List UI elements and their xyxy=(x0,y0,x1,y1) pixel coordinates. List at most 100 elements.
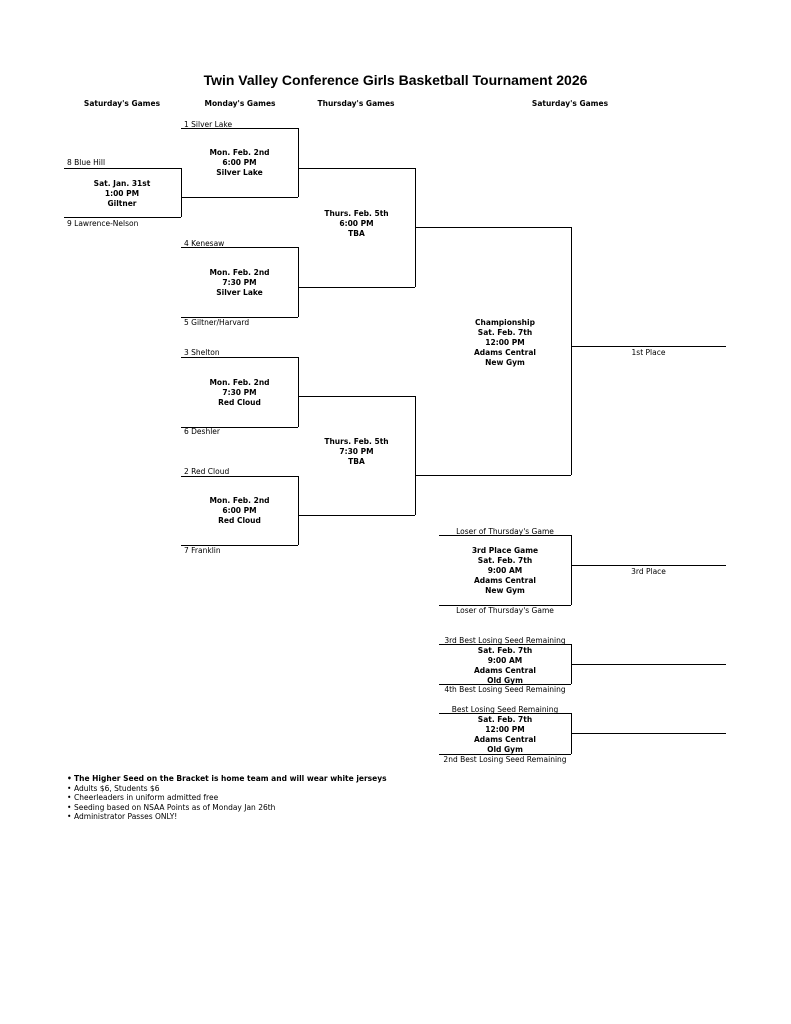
game-date: Sat. Feb. 7th xyxy=(477,328,533,337)
team-shelton: 3 Shelton xyxy=(184,348,220,357)
game-title: 3rd Place Game xyxy=(471,546,539,555)
bracket-line xyxy=(298,396,415,397)
bullet-icon: • xyxy=(67,774,72,783)
team-silver-lake: 1 Silver Lake xyxy=(184,120,233,129)
game-info-mon-1: Mon. Feb. 2nd 6:00 PM Silver Lake xyxy=(181,148,298,178)
game-site: TBA xyxy=(348,457,365,466)
game-info-mon-4: Mon. Feb. 2nd 6:00 PM Red Cloud xyxy=(181,496,298,526)
game-time: 9:00 AM xyxy=(487,566,523,575)
game-date: Thurs. Feb. 5th xyxy=(324,209,389,218)
game-site: Adams Central xyxy=(474,735,536,744)
game-time: 12:00 PM xyxy=(485,338,525,347)
bracket-line xyxy=(415,396,416,515)
game-date: Sat. Jan. 31st xyxy=(93,179,151,188)
team-franklin: 7 Franklin xyxy=(184,546,221,555)
bracket-line xyxy=(181,545,298,546)
bracket-line xyxy=(439,684,571,685)
bracket-line xyxy=(439,605,571,606)
game-site: Giltner xyxy=(107,199,137,208)
game-info-championship: Championship Sat. Feb. 7th 12:00 PM Adam… xyxy=(439,318,571,368)
game-time: 7:30 PM xyxy=(222,278,257,287)
game-site: Red Cloud xyxy=(218,398,261,407)
game-site: Silver Lake xyxy=(216,288,263,297)
game-site: Silver Lake xyxy=(216,168,263,177)
notes-list: •The Higher Seed on the Bracket is home … xyxy=(67,774,387,822)
game-date: Mon. Feb. 2nd xyxy=(209,268,270,277)
bullet-icon: • xyxy=(67,783,72,793)
bracket-line xyxy=(439,754,571,755)
note-item: •The Higher Seed on the Bracket is home … xyxy=(67,774,387,783)
game-date: Sat. Feb. 7th xyxy=(477,715,533,724)
game-site: Adams Central xyxy=(474,348,536,357)
bracket-line xyxy=(181,427,298,428)
note-item: •Adults $6, Students $6 xyxy=(67,783,160,793)
game-date: Sat. Feb. 7th xyxy=(477,556,533,565)
game-time: 12:00 PM xyxy=(485,725,525,734)
header-monday: Monday's Games xyxy=(204,99,276,108)
game-gym: Old Gym xyxy=(487,745,523,754)
team-lawrence-nelson: 9 Lawrence-Nelson xyxy=(67,219,139,228)
bracket-line xyxy=(298,476,299,545)
bracket-line xyxy=(571,227,572,475)
game-info-sat-play-in: Sat. Jan. 31st 1:00 PM Giltner xyxy=(66,179,178,209)
bracket-line xyxy=(571,346,726,347)
header-saturday-first: Saturday's Games xyxy=(83,99,161,108)
game-info-thu-2: Thurs. Feb. 5th 7:30 PM TBA xyxy=(298,437,415,467)
bracket-line xyxy=(439,644,571,645)
team-kenesaw: 4 Kenesaw xyxy=(184,239,225,248)
slot-second-best-losing: 2nd Best Losing Seed Remaining xyxy=(443,755,567,764)
game-time: 6:00 PM xyxy=(222,158,257,167)
game-gym: New Gym xyxy=(485,358,525,367)
bullet-icon: • xyxy=(67,802,72,812)
game-time: 9:00 AM xyxy=(487,656,523,665)
game-site: TBA xyxy=(348,229,365,238)
team-giltner-harvard: 5 Giltner/Harvard xyxy=(184,318,250,327)
bracket-line xyxy=(181,168,182,217)
note-item: •Administrator Passes ONLY! xyxy=(67,812,178,822)
bracket-line xyxy=(298,168,415,169)
bracket-line xyxy=(298,287,415,288)
game-info-consolation-1: Sat. Feb. 7th 9:00 AM Adams Central Old … xyxy=(439,646,571,686)
game-time: 7:30 PM xyxy=(222,388,257,397)
bracket-line xyxy=(64,217,181,218)
bracket-line xyxy=(181,357,298,358)
bracket-line xyxy=(298,515,415,516)
game-info-mon-3: Mon. Feb. 2nd 7:30 PM Red Cloud xyxy=(181,378,298,408)
bracket-line xyxy=(181,197,298,198)
team-red-cloud: 2 Red Cloud xyxy=(184,467,230,476)
bracket-line xyxy=(181,476,298,477)
game-date: Mon. Feb. 2nd xyxy=(209,496,270,505)
bullet-icon: • xyxy=(67,793,72,803)
header-thursday: Thursday's Games xyxy=(317,99,395,108)
game-date: Thurs. Feb. 5th xyxy=(324,437,389,446)
game-title: Championship xyxy=(475,318,535,327)
slot-loser-thursday-top: Loser of Thursday's Game xyxy=(456,527,554,536)
game-site: Adams Central xyxy=(474,576,536,585)
bracket-line xyxy=(571,565,726,566)
bracket-line xyxy=(181,317,298,318)
note-item: •Seeding based on NSAA Points as of Mond… xyxy=(67,802,276,812)
bullet-icon: • xyxy=(67,812,72,822)
bracket-line xyxy=(571,535,572,605)
game-date: Sat. Feb. 7th xyxy=(477,646,533,655)
page-title: Twin Valley Conference Girls Basketball … xyxy=(203,72,588,88)
bracket-line xyxy=(298,247,299,317)
game-date: Mon. Feb. 2nd xyxy=(209,148,270,157)
game-site: Red Cloud xyxy=(218,516,261,525)
bracket-line xyxy=(571,733,726,734)
bracket-line xyxy=(439,535,571,536)
result-first-place: 1st Place xyxy=(631,348,666,357)
game-date: Mon. Feb. 2nd xyxy=(209,378,270,387)
bracket-line xyxy=(181,128,298,129)
bracket-line xyxy=(181,247,298,248)
game-info-mon-2: Mon. Feb. 2nd 7:30 PM Silver Lake xyxy=(181,268,298,298)
header-saturday-final: Saturday's Games xyxy=(531,99,609,108)
game-time: 1:00 PM xyxy=(104,189,140,198)
bracket-line xyxy=(415,227,571,228)
bracket-line xyxy=(298,128,299,197)
game-time: 6:00 PM xyxy=(339,219,374,228)
bracket-line xyxy=(571,664,726,665)
game-time: 6:00 PM xyxy=(222,506,257,515)
slot-third-best-losing: 3rd Best Losing Seed Remaining xyxy=(444,636,566,645)
game-site: Adams Central xyxy=(474,666,536,675)
